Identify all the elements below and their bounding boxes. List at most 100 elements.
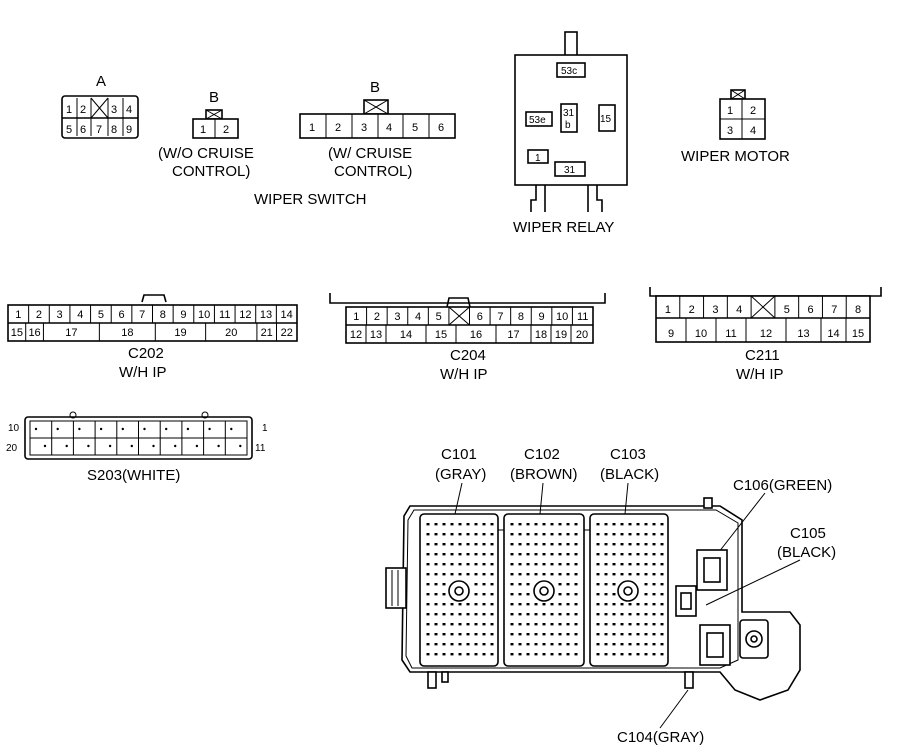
- s203-left-top: 10: [8, 423, 20, 434]
- relay-terminal-31: 31: [564, 165, 576, 176]
- c202-pin-22: 22: [281, 327, 293, 339]
- relay-terminal-1: 1: [535, 153, 541, 164]
- wiper-motor-connector: 1 2 3 4 WIPER MOTOR: [681, 89, 790, 165]
- c202-pin-13: 13: [260, 309, 272, 321]
- relay-terminal-31b-bottom: b: [565, 120, 571, 131]
- c204-pin-20: 20: [576, 329, 588, 341]
- b2-caption-line2: CONTROL): [334, 163, 412, 180]
- b1-caption-line2: CONTROL): [172, 163, 250, 180]
- c202-pin-15: 15: [11, 327, 23, 339]
- b2-pin-4: 4: [386, 122, 392, 134]
- a-pin-4: 4: [126, 104, 132, 116]
- connector-b-with-cruise: B 1 2 3 4 5 6 (W/ CRUISE CONTROL): [299, 79, 456, 180]
- c211-sub: W/H IP: [736, 366, 784, 383]
- relay-terminal-53c: 53c: [561, 66, 577, 77]
- splice-s203: 10 20 1 11 S203(WHITE): [6, 411, 268, 484]
- c204-pin-11: 11: [577, 311, 588, 323]
- c202-pin-17: 17: [65, 327, 77, 339]
- b1-pin-2: 2: [223, 124, 229, 136]
- c204-pin-9: 9: [538, 311, 544, 323]
- c204-pin-16: 16: [470, 329, 482, 341]
- c204-pin-14: 14: [400, 329, 412, 341]
- motor-pin-2: 2: [750, 105, 756, 117]
- c202-sub: W/H IP: [119, 364, 167, 381]
- c202-pin-10: 10: [198, 309, 210, 321]
- connector-b2-label: B: [370, 79, 380, 96]
- motor-pin-4: 4: [750, 125, 756, 137]
- c102-color: (BROWN): [510, 466, 578, 483]
- c202-pin-16: 16: [28, 327, 40, 339]
- relay-terminal-31b-top: 31: [563, 108, 575, 119]
- c202-pin-12: 12: [239, 309, 251, 321]
- a-pin-8: 8: [111, 124, 117, 136]
- a-pin-1: 1: [66, 104, 72, 116]
- c104-label: C104(GRAY): [617, 729, 704, 746]
- b2-pin-1: 1: [309, 122, 315, 134]
- b2-caption-line1: (W/ CRUISE: [328, 145, 412, 162]
- c211-pin-10: 10: [695, 328, 707, 340]
- c204-pin-2: 2: [374, 311, 380, 323]
- c204-pin-5: 5: [436, 311, 442, 323]
- c202-pin-7: 7: [139, 309, 145, 321]
- c204-pin-6: 6: [477, 311, 483, 323]
- c204-pin-12: 12: [350, 329, 362, 341]
- wiper-switch-label: WIPER SWITCH: [254, 191, 367, 208]
- c204-pin-13: 13: [370, 329, 382, 341]
- c211-pin-3: 3: [712, 304, 718, 316]
- relay-terminal-15: 15: [600, 114, 612, 125]
- wiper-motor-label: WIPER MOTOR: [681, 148, 790, 165]
- c211-pin-1: 1: [665, 304, 671, 316]
- s203-left-bottom: 20: [6, 443, 18, 454]
- c202-pin-20: 20: [225, 327, 237, 339]
- c211-pin-14: 14: [827, 328, 839, 340]
- c204-pin-8: 8: [518, 311, 524, 323]
- c211-pin-11: 11: [725, 328, 736, 340]
- motor-pin-3: 3: [727, 125, 733, 137]
- c204-pin-3: 3: [394, 311, 400, 323]
- c211-pin-12: 12: [760, 328, 772, 340]
- c204-pin-4: 4: [415, 311, 421, 323]
- connector-b-without-cruise: B 1 2 (W/O CRUISE CONTROL): [158, 89, 254, 180]
- c204-pin-7: 7: [497, 311, 503, 323]
- c103-color: (BLACK): [600, 466, 659, 483]
- a-pin-2: 2: [80, 104, 86, 116]
- b2-pin-2: 2: [335, 122, 341, 134]
- c202-pin-6: 6: [118, 309, 124, 321]
- c204-pin-1: 1: [353, 311, 359, 323]
- c202-pin-1: 1: [15, 309, 21, 321]
- c105-color: (BLACK): [777, 544, 836, 561]
- c204-pin-19: 19: [555, 329, 567, 341]
- c211-pin-7: 7: [831, 304, 837, 316]
- c202-pin-4: 4: [77, 309, 83, 321]
- s203-right-top: 1: [262, 423, 268, 434]
- c101-label: C101: [441, 446, 477, 463]
- c202-pin-5: 5: [98, 309, 104, 321]
- connector-a: A 1 2 3 4 5 6 7 8 9: [61, 73, 139, 139]
- c204-pin-17: 17: [507, 329, 519, 341]
- c202-pin-14: 14: [281, 309, 293, 321]
- b1-pin-1: 1: [200, 124, 206, 136]
- b2-pin-5: 5: [412, 122, 418, 134]
- c211-pin-15: 15: [852, 328, 864, 340]
- c204-pin-15: 15: [435, 329, 447, 341]
- c204-name: C204: [450, 347, 486, 364]
- c211-pin-9: 9: [668, 328, 674, 340]
- c105-label: C105: [790, 525, 826, 542]
- c211-pin-8: 8: [855, 304, 861, 316]
- a-pin-7: 7: [96, 124, 102, 136]
- c101-color: (GRAY): [435, 466, 486, 483]
- c102-label: C102: [524, 446, 560, 463]
- b1-caption-line1: (W/O CRUISE: [158, 145, 254, 162]
- c202-pin-8: 8: [160, 309, 166, 321]
- c202-pin-9: 9: [180, 309, 186, 321]
- connector-a-label: A: [96, 73, 106, 90]
- c211-pin-5: 5: [784, 304, 790, 316]
- c211-pin-6: 6: [807, 304, 813, 316]
- wiper-relay: 53c 53e 31 b 15 1 31 WIPER RELAY: [513, 31, 628, 236]
- c204-sub: W/H IP: [440, 366, 488, 383]
- junction-block: C101 (GRAY) C102 (BROWN) C103 (BLACK) C1…: [385, 446, 836, 746]
